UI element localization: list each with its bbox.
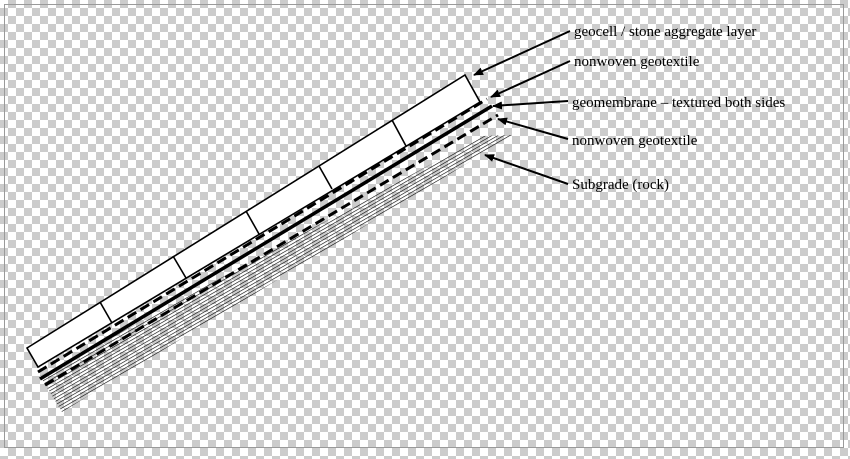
label-geomembrane: geomembrane – textured both sides — [572, 95, 785, 111]
geocell-divider — [99, 301, 113, 324]
geocell-dividers — [99, 119, 407, 324]
geocell-arrow — [473, 30, 571, 76]
geocell-divider — [318, 165, 333, 190]
label-geocell-layer: geocell / stone aggregate layer — [574, 24, 756, 40]
geotextile-bottom-arrow — [497, 117, 569, 140]
geomembrane-arrow — [492, 100, 569, 110]
slope-layers — [25, 73, 513, 412]
geomembrane-line — [39, 104, 493, 381]
geocell-layer — [25, 73, 482, 369]
geocell-divider — [245, 210, 260, 235]
label-geotextile-bottom: nonwoven geotextile — [572, 133, 698, 149]
geocell-divider — [172, 255, 187, 279]
layer-labels: geocell / stone aggregate layer nonwoven… — [572, 24, 785, 193]
geocell-divider — [391, 119, 407, 147]
geotextile-top-arrow — [490, 60, 571, 98]
subgrade-arrow — [484, 154, 569, 185]
geotextile-bottom-line — [44, 113, 499, 387]
leader-arrows — [473, 30, 571, 185]
label-subgrade: Subgrade (rock) — [572, 177, 669, 193]
label-geotextile-top: nonwoven geotextile — [574, 54, 700, 70]
subgrade-rock-layer — [40, 135, 513, 412]
geotextile-top-line — [37, 97, 488, 374]
